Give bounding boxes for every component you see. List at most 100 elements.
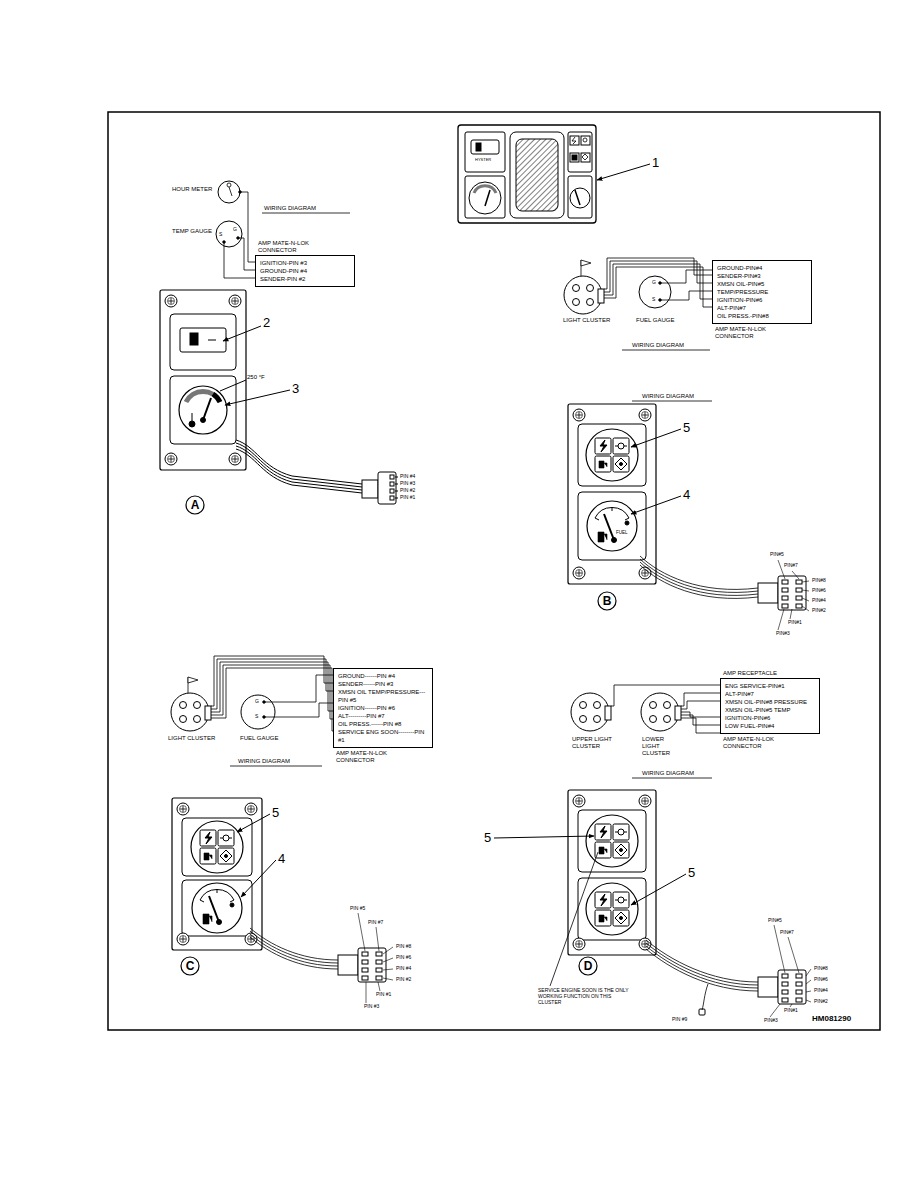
gauge-panel-d xyxy=(586,815,638,867)
gauge-panel-a xyxy=(186,496,204,514)
gauge-panel-b xyxy=(802,606,809,611)
gauge-panel-d xyxy=(788,937,799,973)
pin-assignment: XMSN OIL-PIN#5 TEMP/PRESSURE xyxy=(717,280,807,296)
gauge-panel-a xyxy=(186,391,220,402)
part-label: S xyxy=(255,714,258,720)
wiring-d xyxy=(641,693,681,731)
part-label: FUEL xyxy=(616,530,628,535)
part-label: 250 °F xyxy=(247,374,265,381)
wiring-d xyxy=(571,693,611,731)
connector-pin-box: GROUND------PIN #4SENDER------PIN #3XMSN… xyxy=(333,668,433,748)
pin-label: PIN#1 xyxy=(788,620,802,626)
callout-number: 2 xyxy=(263,316,270,331)
wiring-d xyxy=(681,712,720,717)
part-label: G xyxy=(233,227,237,233)
dash-panel xyxy=(583,138,587,142)
gauge-panel-b xyxy=(573,567,585,579)
pin-assignment: IGNITION-PIN#6 xyxy=(717,296,807,304)
gauge-panel-c xyxy=(376,968,382,972)
gauge-panel-a xyxy=(208,340,216,341)
pin-label: PIN #7 xyxy=(368,920,383,926)
gauge-panel-c xyxy=(191,821,243,873)
gauge-panel-d xyxy=(796,974,802,978)
callout-number: 4 xyxy=(683,488,690,503)
pin-assignment: XMSN OIL TEMP/PRESSURE---PIN #5 xyxy=(338,688,428,704)
wiring-a xyxy=(218,181,240,203)
wiring-c xyxy=(230,766,322,767)
part-label: FUEL GAUGE xyxy=(240,735,278,742)
gauge-panel-a xyxy=(362,480,378,498)
gauge-panel-d xyxy=(796,990,802,994)
gauge-panel-c xyxy=(358,913,365,951)
gauge-panel-b xyxy=(782,604,788,608)
gauge-panel-c xyxy=(338,955,358,975)
pin-assignment: SENDER-PIN#3 xyxy=(717,272,807,280)
part-label: WIRING DIAGRAM xyxy=(264,205,316,212)
gauge-panel-c xyxy=(376,952,382,956)
gauge-panel-c xyxy=(182,818,252,876)
pin-assignment: SENDER-PIN #2 xyxy=(260,275,350,283)
callout-number: 5 xyxy=(484,831,491,846)
wiring-a xyxy=(216,221,242,247)
part-label: LOWER LIGHT CLUSTER xyxy=(642,736,680,757)
gauge-panel-a xyxy=(236,446,362,490)
connector-pin-box: AMP RECEPTACLEENG SERVICE-PIN#1ALT-PIN#7… xyxy=(720,678,820,734)
gauge-panel-c xyxy=(383,958,393,962)
dash-panel xyxy=(570,136,579,145)
callout-number: 1 xyxy=(652,156,659,171)
pin-label: PIN #4 xyxy=(396,966,411,972)
gauge-panel-d xyxy=(782,998,788,1002)
wiring-top xyxy=(604,261,712,292)
pin-label: PIN #3 xyxy=(400,481,415,487)
gauge-panel-d xyxy=(494,836,594,838)
wiring-c xyxy=(211,665,333,719)
pin-assignment: XMSN OIL-PIN#8 PRESSURE xyxy=(725,698,815,706)
gauge-panel-b xyxy=(790,609,792,619)
gauge-panel-b xyxy=(573,409,585,421)
pin-label: PIN #3 xyxy=(364,1004,379,1010)
wiring-top xyxy=(639,276,671,308)
dash-panel xyxy=(474,186,496,193)
gauge-panel-b xyxy=(640,565,758,598)
gauge-panel-d xyxy=(578,878,646,940)
gauge-panel-b xyxy=(782,596,788,600)
pin-assignment: ALT-PIN#7 xyxy=(717,304,807,312)
callout-number: 5 xyxy=(688,866,695,881)
pin-label: PIN#8 xyxy=(814,966,828,972)
gauge-panel-a xyxy=(378,472,396,504)
dash-panel xyxy=(458,125,596,223)
gauge-panel-d xyxy=(770,1004,780,1017)
dash-panel xyxy=(516,139,558,211)
wiring-top xyxy=(564,258,712,350)
wiring-a xyxy=(224,242,255,278)
part-label: LIGHT CLUSTER xyxy=(563,317,610,324)
gauge-panel-d xyxy=(579,957,597,975)
gauge-panel-a xyxy=(160,290,398,514)
pin-label: PIN#5 xyxy=(768,918,782,924)
wiring-d xyxy=(681,715,720,725)
dash-panel xyxy=(570,153,579,162)
dash-panel xyxy=(469,182,501,214)
gauge-panel-b xyxy=(782,588,788,592)
gauge-panel-c xyxy=(358,913,393,1003)
pin-label: PIN #2 xyxy=(400,488,415,494)
pin-label: PIN #1 xyxy=(400,495,415,501)
gauge-panel-a xyxy=(390,482,394,486)
gauge-panel-c xyxy=(366,982,367,1003)
gauge-panel-d xyxy=(806,969,811,976)
pin-assignment: IGNITION-PIN #3 xyxy=(260,259,350,267)
gauge-panel-a xyxy=(179,386,227,434)
pin-assignment: LOW FUEL-PIN#4 xyxy=(725,722,815,730)
panel-letter: D xyxy=(584,960,593,972)
gauge-panel-b xyxy=(631,496,681,514)
gauge-panel-d xyxy=(796,982,802,986)
gauge-panel-b xyxy=(778,560,809,630)
gauge-panel-d xyxy=(568,790,656,955)
wiring-c xyxy=(264,703,333,717)
gauge-panel-b xyxy=(792,571,799,579)
wiring-top xyxy=(622,350,710,351)
gauge-panel-b xyxy=(632,401,712,402)
gauge-panel-d xyxy=(646,943,758,985)
